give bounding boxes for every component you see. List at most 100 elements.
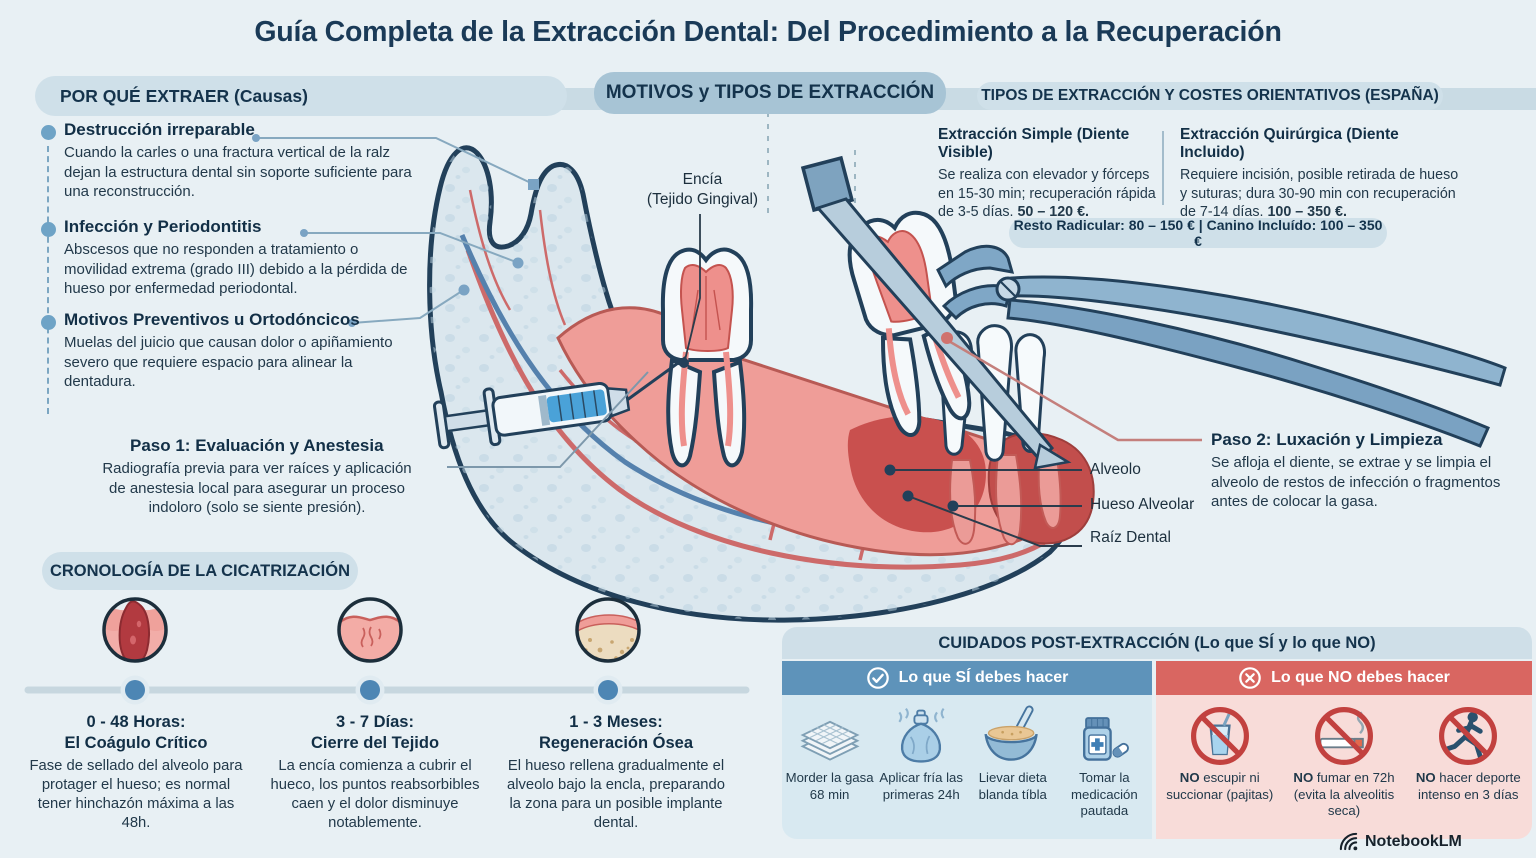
syringe-icon [432, 355, 687, 450]
care-yes-header-label: Lo que SÍ debes hacer [898, 669, 1069, 686]
encia-label-line1: Encía [682, 171, 723, 188]
brand-label: NotebookLM [1365, 832, 1462, 850]
raiz-connector [907, 495, 1082, 547]
encia-label: Encía (Tejido Gingival) [630, 170, 775, 210]
care-yes-header: Lo que SÍ debes hacer [782, 661, 1152, 695]
stage-body: El hueso rellena gradualmente el alveolo… [506, 758, 725, 831]
simple-extraction-text: Se realiza con elevador y fórceps en 15-… [938, 167, 1156, 220]
surgical-extraction-title: Extracción Quirúrgica (Diente Incluido) [1180, 126, 1399, 161]
timeline-marker-3 [593, 675, 623, 705]
paso1-body: Radiografía previa para ver raíces y apl… [102, 460, 412, 516]
no-prefix: NO [1415, 770, 1436, 785]
molar-cross-section [660, 247, 754, 468]
page-title: Guía Completa de la Extracción Dental: D… [254, 16, 1282, 48]
cause-title: Destrucción irreparable [64, 120, 255, 139]
bullet-dot-icon [41, 222, 56, 237]
costs-footer-pill: Resto Radicular: 80 – 150 € | Canino Inc… [1009, 217, 1387, 249]
care-item-diet: Lievar dieta blanda tíbla [969, 704, 1057, 803]
cause-title: Infección y Periodontitis [64, 217, 262, 236]
care-item-ice: Aplicar fría las primeras 24h [877, 704, 965, 803]
simple-extraction-price: 50 – 120 €. [1017, 204, 1090, 220]
cause-title: Motivos Preventivos u Ortodóncicos [64, 310, 360, 329]
care-item-no-smoking: NO fumar en 72h (evita la alveolitis sec… [1284, 704, 1405, 820]
care-item-text: hacer deporte intenso en 3 días [1418, 770, 1521, 802]
surgical-extraction-body: Requiere incisión, posible retirada de h… [1180, 166, 1462, 222]
causes-dashed-line [47, 146, 49, 414]
banner-title: MOTIVOS y TIPOS DE EXTRACCIÓN [594, 72, 946, 114]
care-item-label: NO escupir ni succionar (pajitas) [1159, 770, 1280, 803]
cross-circle-icon [1239, 667, 1261, 689]
ice-pack-icon [898, 708, 945, 763]
hueso-alveolar-label: Hueso Alveolar [1090, 496, 1195, 513]
elevator-tool-icon [800, 155, 1072, 470]
care-item-no-straw: NO escupir ni succionar (pajitas) [1159, 704, 1280, 803]
healing-stage-2: 3 - 7 Días: Cierre del Tejido La encía c… [262, 712, 488, 833]
stage-time: 1 - 3 Meses: [569, 713, 663, 731]
post-extraction-care-panel: CUIDADOS POST-EXTRACCIÓN (Lo que SÍ y lo… [782, 627, 1532, 841]
healing-stage-3: 1 - 3 Meses: Regeneración Ósea El hueso … [500, 712, 732, 833]
molar-pulp [680, 264, 734, 352]
raiz-dental-label: Raíz Dental [1090, 529, 1171, 546]
stage-title: Cierre del Tejido [310, 734, 440, 752]
stage-body: Fase de sellado del alveolo para protage… [29, 758, 243, 831]
stage-time: 3 - 7 Días: [336, 713, 414, 731]
check-circle-icon [866, 667, 889, 689]
cause-body: Abscesos que no responden a tratamiento … [64, 241, 408, 297]
no-prefix: NO [1179, 770, 1200, 785]
medication-icon [1083, 717, 1130, 761]
care-panel-header: CUIDADOS POST-EXTRACCIÓN (Lo que SÍ y lo… [782, 627, 1532, 659]
blood-vessel-red [465, 249, 1050, 570]
alveolo-label: Alveolo [1090, 461, 1141, 478]
no-smoking-icon [1315, 707, 1373, 765]
care-no-body: NO escupir ni succionar (pajitas) NO fum… [1156, 695, 1532, 839]
gauze-icon [800, 720, 860, 761]
simple-extraction-body: Se realiza con elevador y fórceps en 15-… [938, 166, 1168, 222]
care-yes-body: Morder la gasa 68 min [782, 695, 1152, 839]
no-straw-icon [1190, 707, 1249, 765]
care-item-label: NO hacer deporte intenso en 3 días [1408, 770, 1529, 803]
stage-time: 0 - 48 Horas: [86, 713, 186, 731]
cause-connector-3 [351, 290, 463, 324]
surgical-extraction-block: Extracción Quirúrgica (Diente Incluido) … [1180, 126, 1462, 222]
care-no-header: Lo que NO debes hacer [1156, 661, 1532, 695]
encia-connector [684, 214, 701, 361]
forceps-icon [936, 244, 1507, 448]
care-yes-column: Lo que SÍ debes hacer [782, 661, 1152, 839]
bone-regeneration-icon [578, 600, 638, 660]
tissue-closure-icon [340, 600, 400, 660]
care-item-label: NO fumar en 72h (evita la alveolitis sec… [1284, 770, 1405, 820]
simple-extraction-title: Extracción Simple (Diente Visible) [938, 126, 1130, 161]
stage-title: El Coágulo Crítico [64, 734, 208, 752]
cause-body: Cuando la carles o una fractura vertical… [64, 144, 412, 200]
paso1-title: Paso 1: Evaluación y Anestesia [130, 436, 384, 455]
encia-label-line2: (Tejido Gingival) [646, 191, 759, 208]
brand-footer: NotebookLM [1338, 831, 1462, 852]
paso2-body: Se afloja el diente, se extrae y se limp… [1211, 454, 1501, 510]
cause-body: Muelas del juicio que causan dolor o api… [64, 334, 393, 390]
soft-diet-bowl-icon [984, 705, 1038, 761]
care-item-label: Lievar dieta blanda tíbla [978, 770, 1047, 802]
stage-title: Regeneración Ósea [538, 734, 694, 752]
costs-section-header: TIPOS DE EXTRACCIÓN Y COSTES ORIENTATIVO… [977, 82, 1443, 110]
paso2-title: Paso 2: Luxación y Limpieza [1211, 430, 1443, 449]
bullet-dot-icon [41, 125, 56, 140]
care-item-label: Morder la gasa 68 min [785, 770, 874, 802]
stage-body: La encía comienza a cubrir el hueco, los… [270, 758, 480, 831]
cause-connector-1 [256, 137, 534, 185]
care-item-text: escupir ni succionar (pajitas) [1166, 770, 1274, 802]
no-sport-icon [1439, 707, 1498, 765]
paso1-connector [447, 371, 649, 468]
timeline-marker-1 [120, 675, 150, 705]
costs-divider [1162, 131, 1164, 205]
healing-section-header: CRONOLOGÍA DE LA CICATRIZACIÓN [42, 552, 358, 590]
care-item-text: fumar en 72h (evita la alveolitis seca) [1293, 770, 1395, 818]
healing-timeline [24, 597, 750, 705]
care-no-header-label: Lo que NO debes hacer [1271, 669, 1450, 686]
care-item-gauze: Morder la gasa 68 min [786, 704, 874, 803]
surgical-extraction-text: Requiere incisión, posible retirada de h… [1180, 167, 1459, 220]
care-no-column: Lo que NO debes hacer NO escupir ni succ… [1156, 661, 1532, 839]
bullet-dot-icon [41, 315, 56, 330]
care-item-label: Aplicar fría las primeras 24h [879, 770, 963, 802]
